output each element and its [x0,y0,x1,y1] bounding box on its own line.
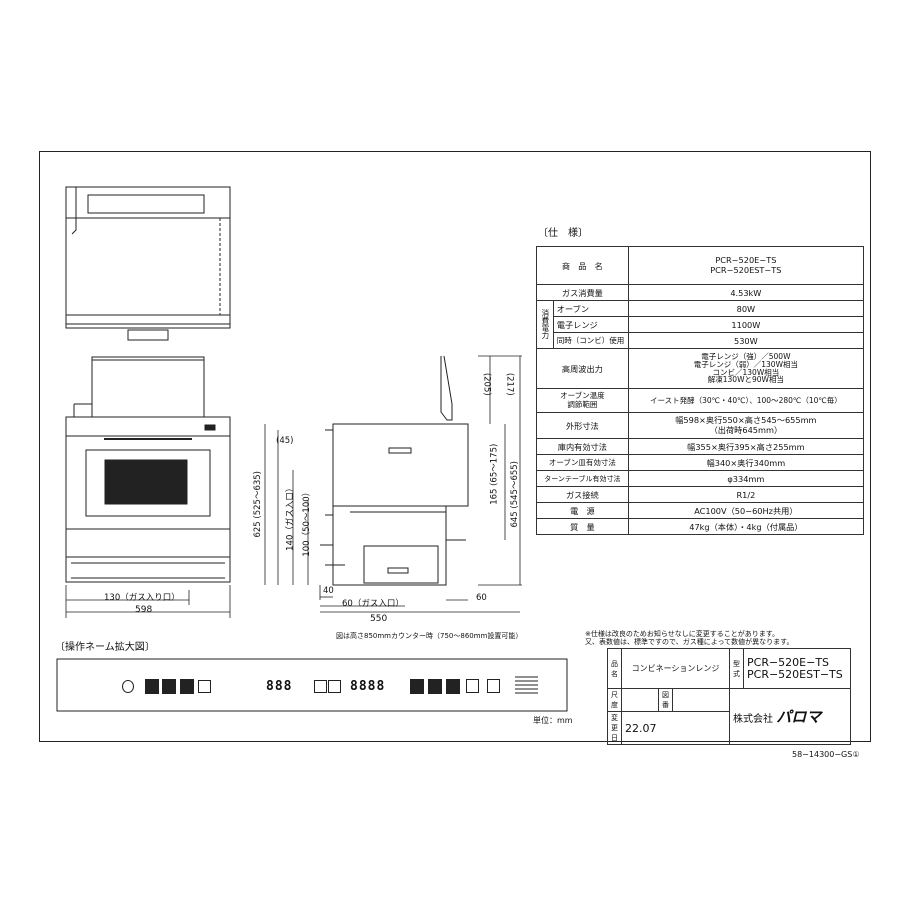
spec-label: オーブン [552,300,629,317]
spec-label: 外形寸法 [536,412,629,439]
dim-s1: 40 [323,586,334,596]
mode-key-icon [180,679,194,694]
spec-value: イースト発酵（30℃・40℃）、100〜280℃（10℃毎） [627,388,865,413]
hinmei-label: 品名 [607,648,622,689]
spec-label: 質 量 [536,518,629,535]
front-view [65,356,231,583]
spec-value: 80W [627,300,865,317]
drawing-value [672,688,730,712]
key-icon [428,679,442,694]
doc-number: 58−14300−GS① [792,750,860,759]
date-label: 変更日 [607,711,622,745]
spec-value: R1/2 [627,486,865,503]
spec-value: 47kg（本体）・4kg（付属品） [627,518,865,535]
up-key-icon [314,680,327,693]
down-key-icon [328,680,341,693]
spec-value: 幅355×奥行395×高さ255mm [627,438,865,455]
spec-label: ガス接続 [536,486,629,503]
spec-label: オーブン皿有効寸法 [536,454,629,471]
brand-logo: パロマ [776,708,822,726]
dim-r3: 165 (65〜175) [489,443,500,505]
note-line-2: 又、表数値は、標準ですので、ガス種によって数値が異なります。 [585,638,794,646]
spec-label: 電 源 [536,502,629,519]
spec-value: φ334mm [627,470,865,487]
spec-value: PCR−520E−TS PCR−520EST−TS [627,246,865,285]
spec-label: ターンテーブル有効寸法 [536,470,629,487]
dim-h1: (45) [276,436,294,446]
unit-label: 単位：mm [533,716,573,725]
dimension-lines [65,355,522,618]
spec-title: 〔仕 様〕 [538,228,588,239]
side-view [320,355,469,586]
dim-h4: 100（50〜100） [302,487,313,557]
key-icon [198,680,211,693]
dim-r4: 645 (545〜655) [510,460,521,528]
dim-gas-inlet-front: 130（ガス入り口） [104,593,180,603]
spec-value: 1100W [627,316,865,333]
spec-value: 530W [627,332,865,349]
power-button-icon [122,680,134,693]
model-label: 型式 [729,648,744,689]
drawing-label: 図番 [658,688,673,712]
key-icon [466,679,479,693]
title-block: 品名 コンビネーションレンジ 型式 PCR−520E−TS PCR−520EST… [607,648,851,745]
mode-key-icon [162,679,176,694]
mode-key-icon [145,679,159,694]
spec-label: 庫内有効寸法 [536,438,629,455]
spec-label: 同時（コンビ）使用 [552,332,629,349]
key-icon [410,679,424,694]
spec-table: 商 品 名 PCR−520E−TS PCR−520EST−TS ガス消費量 4.… [536,246,865,535]
dim-front-width: 598 [135,605,153,615]
spec-label: オーブン温度 調節範囲 [536,388,629,413]
spec-value: 4.53kW [627,284,865,301]
spec-value: 電子レンジ（強）／500W 電子レンジ（弱）／130W相当 コンビ／130W相当… [627,348,865,389]
product-name: コンビネーションレンジ [621,648,730,689]
key-icon [446,679,460,694]
key-icon [487,679,500,693]
dim-side-width: 550 [370,614,388,624]
power-group-label: 消費電力 [536,300,554,349]
date-value: 22.07 [621,711,730,745]
dim-s2: 60（ガス入口） [342,599,404,609]
display-time: 8888 [350,679,386,694]
scale-label: 尺度 [607,688,622,712]
dim-h2: 625 (525〜635) [253,470,264,538]
dim-r1: (205) [481,372,492,396]
drawing-sheet [39,151,871,742]
top-view [65,186,231,341]
scale-value [621,688,659,712]
model-1: PCR−520E−TS [747,655,830,669]
dim-r2: (217) [504,372,515,396]
company-cell: 株式会社 パロマ [729,688,851,745]
note-line-1: ※仕様は改良のためお知らせなしに変更することがあります。 [585,630,780,638]
counter-note: 図は高さ850mmカウンター時（750〜860mm設置可能） [336,632,523,640]
dim-h3: 140（ガス入口） [285,483,296,551]
spec-label: 電子レンジ [552,316,629,333]
model-cell: PCR−520E−TS PCR−520EST−TS [743,648,851,689]
spec-label: ガス消費量 [536,284,629,301]
spec-value: AC100V（50−60Hz共用） [627,502,865,519]
spec-value: 幅598×奥行550×高さ545〜655mm （出荷時645mm） [627,412,865,439]
dim-s3: 60 [476,593,487,603]
model-2: PCR−520EST−TS [747,667,843,681]
display-temp: 888 [266,679,293,694]
company-name: 株式会社 [733,714,773,725]
panel-title: 〔操作ネーム拡大図〕 [55,642,155,653]
spec-label: 高周波出力 [536,348,629,389]
spec-label: 商 品 名 [536,246,629,285]
control-panel-outline [56,658,568,712]
spec-value: 幅340×奥行340mm [627,454,865,471]
